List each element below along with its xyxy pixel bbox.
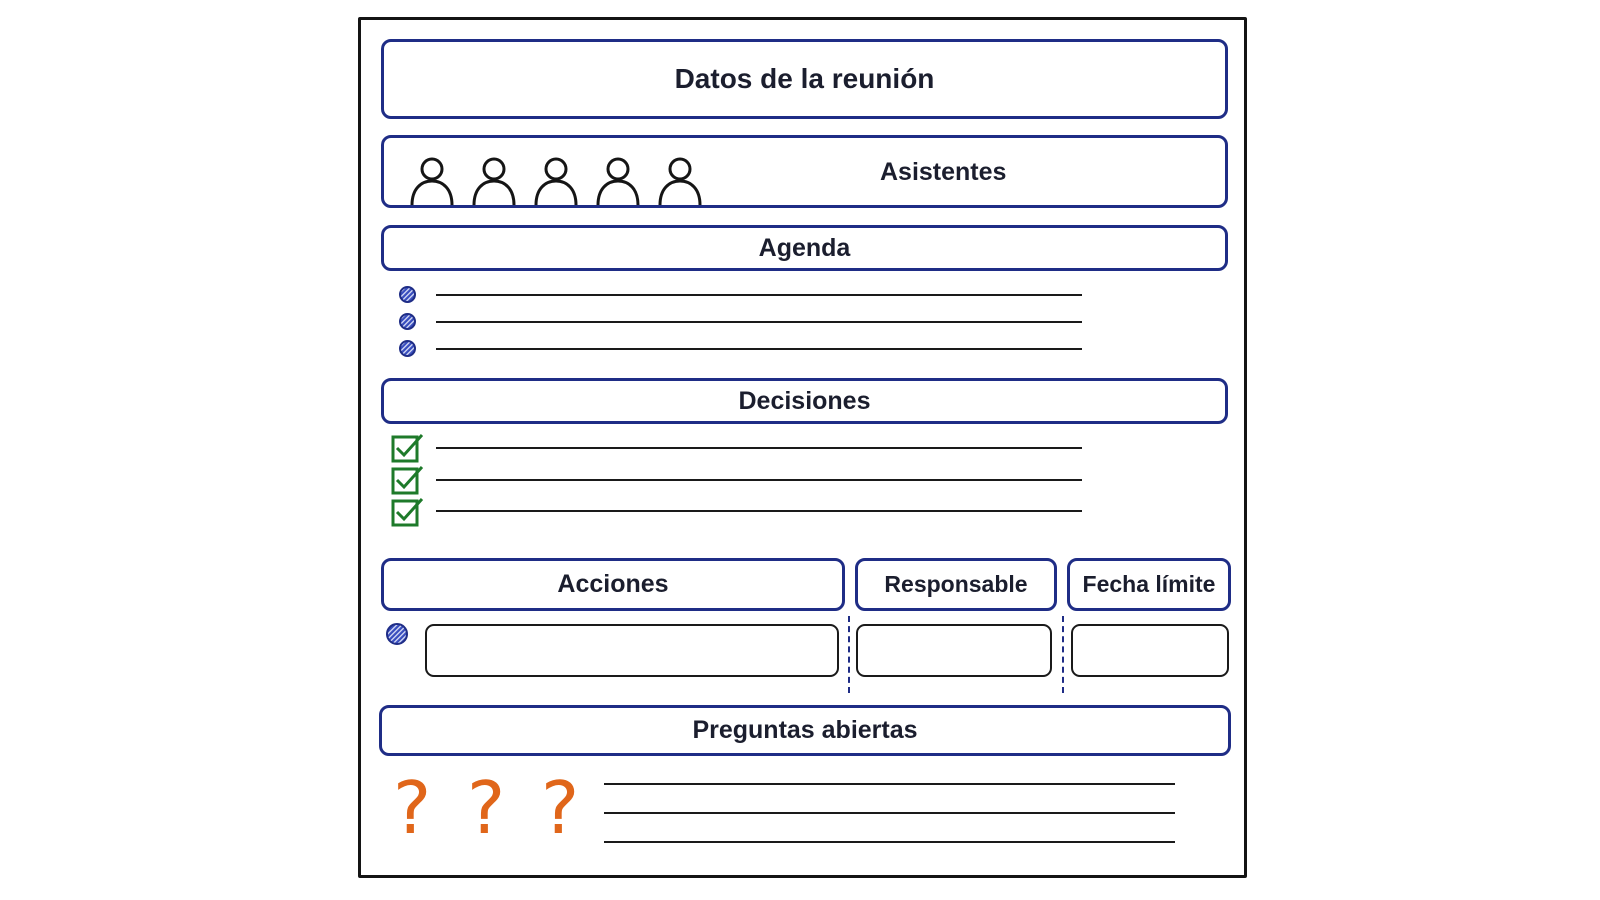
- responsible-column-header: Responsable: [855, 558, 1057, 611]
- question-mark-icon: ?: [541, 766, 580, 850]
- agenda-label: Agenda: [758, 233, 851, 262]
- person-icon: [472, 157, 516, 206]
- action-bullet-icon: [386, 623, 408, 645]
- agenda-item-line: [436, 348, 1082, 350]
- actions-column-header: Acciones: [381, 558, 845, 611]
- person-icon: [534, 157, 578, 206]
- meeting-minutes-sheet: Datos de la reunión Asistentes Agenda De…: [358, 17, 1247, 878]
- checkbox-checked-icon: [391, 465, 424, 495]
- open-questions-label: Preguntas abiertas: [692, 716, 918, 744]
- action-field[interactable]: [425, 624, 839, 677]
- question-item-line: [604, 812, 1175, 814]
- decisions-header: Decisiones: [381, 378, 1228, 424]
- column-divider: [848, 616, 850, 693]
- decision-item-line: [436, 479, 1082, 481]
- meeting-data-header: Datos de la reunión: [381, 39, 1228, 119]
- deadline-field[interactable]: [1071, 624, 1229, 677]
- decision-item-line: [436, 510, 1082, 512]
- column-divider: [1062, 616, 1064, 693]
- decision-item-line: [436, 447, 1082, 449]
- agenda-bullet-icon: [399, 340, 416, 357]
- responsible-label: Responsable: [884, 571, 1028, 597]
- agenda-item-line: [436, 321, 1082, 323]
- question-item-line: [604, 783, 1175, 785]
- agenda-item-line: [436, 294, 1082, 296]
- question-mark-icon: ?: [467, 766, 506, 850]
- question-mark-icon: ?: [393, 766, 432, 850]
- open-questions-header: Preguntas abiertas: [379, 705, 1231, 756]
- question-item-line: [604, 841, 1175, 843]
- person-icon: [658, 157, 702, 206]
- deadline-column-header: Fecha límite: [1067, 558, 1231, 611]
- person-icon: [596, 157, 640, 206]
- decisions-label: Decisiones: [738, 386, 871, 415]
- meeting-data-title: Datos de la reunión: [674, 63, 935, 94]
- person-icon: [410, 157, 454, 206]
- agenda-header: Agenda: [381, 225, 1228, 271]
- attendees-label: Asistentes: [880, 158, 1007, 186]
- responsible-field[interactable]: [856, 624, 1052, 677]
- attendees-section: Asistentes: [381, 135, 1228, 208]
- actions-label: Acciones: [557, 570, 669, 598]
- attendees-icons: [408, 156, 704, 206]
- agenda-bullet-icon: [399, 286, 416, 303]
- checkbox-checked-icon: [391, 497, 424, 527]
- deadline-label: Fecha límite: [1082, 571, 1216, 597]
- checkbox-checked-icon: [391, 433, 424, 463]
- agenda-bullet-icon: [399, 313, 416, 330]
